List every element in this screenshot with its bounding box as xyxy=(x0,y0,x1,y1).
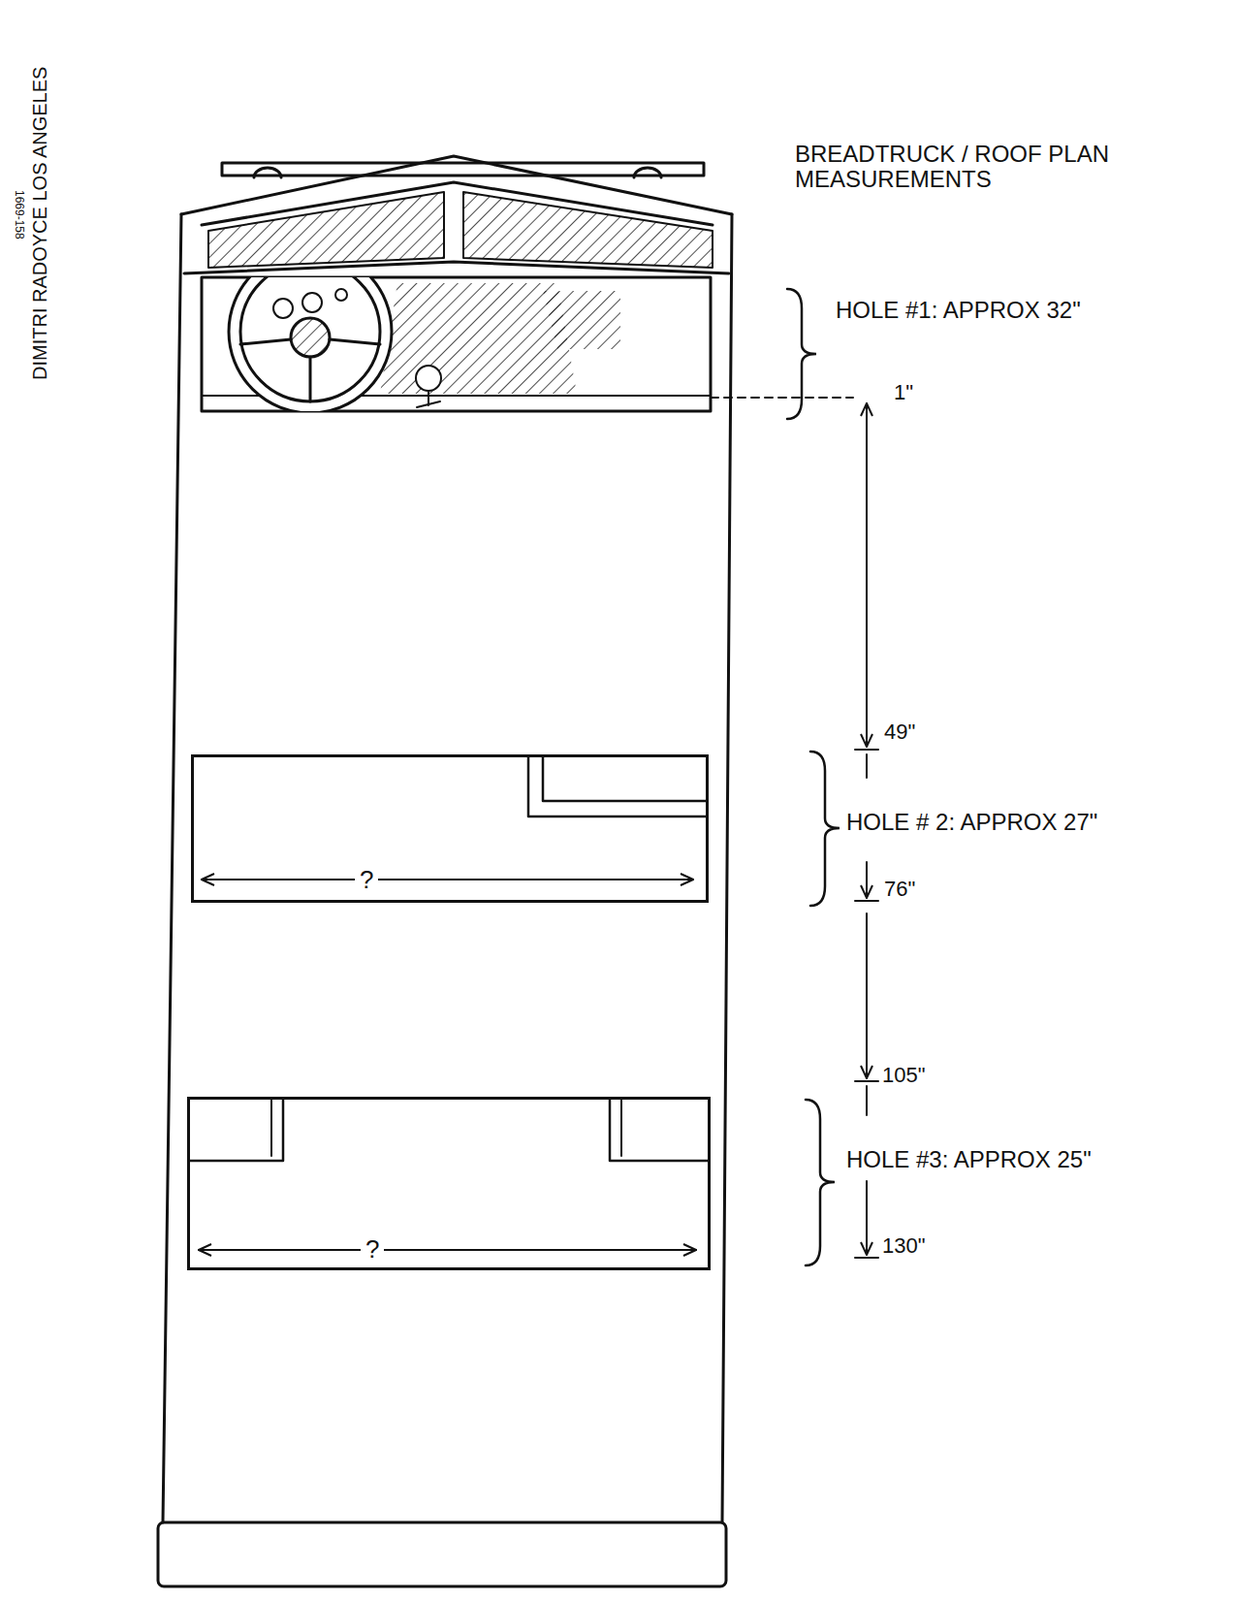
unknown-width-mark: ? xyxy=(360,1235,384,1265)
sheet-title: BREADTRUCK / ROOF PLAN MEASUREMENTS xyxy=(794,141,1154,193)
dimension-line xyxy=(865,861,868,898)
dimension-value: 76" xyxy=(884,876,916,901)
rail-mount xyxy=(633,167,662,178)
gauge xyxy=(335,288,348,301)
dimension-line xyxy=(865,1180,868,1255)
hole-bracket xyxy=(805,1099,835,1266)
datum-line xyxy=(710,396,854,399)
gauge xyxy=(273,298,293,318)
body-side xyxy=(722,214,732,1522)
rear-bumper xyxy=(158,1521,727,1586)
drawing-number: 1669-158 xyxy=(11,190,26,240)
driver-body xyxy=(416,390,441,408)
hole-3-tab xyxy=(609,1099,708,1161)
windshield-pane xyxy=(208,191,444,268)
roof-hole-box: ? xyxy=(190,754,709,903)
seat-hatch xyxy=(542,290,621,349)
hole-2-inset xyxy=(542,757,706,801)
truck-body xyxy=(158,156,732,1586)
hole-bracket xyxy=(787,288,817,419)
dimension-lines xyxy=(198,288,879,1266)
dimension-value: 105" xyxy=(882,1062,926,1087)
wheel-spoke xyxy=(329,339,381,345)
steering-wheel-inner xyxy=(240,277,381,402)
hole-3-tab xyxy=(270,1099,273,1156)
dimension-tick xyxy=(855,749,879,778)
dimension-value: 1" xyxy=(893,380,914,405)
unknown-width-mark: ? xyxy=(354,865,379,895)
roof-rail xyxy=(221,162,704,176)
dimension-tick xyxy=(855,1256,879,1259)
hole-label: HOLE # 2: APPROX 27" xyxy=(846,808,1098,836)
designer-signature: DIMITRI RADOYCE LOS ANGELES xyxy=(29,66,52,381)
dimension-line xyxy=(865,913,868,1078)
gauge xyxy=(302,292,322,313)
hole-2-inset xyxy=(528,757,706,817)
hole-label: HOLE #1: APPROX 32" xyxy=(835,296,1081,324)
wheel-spoke xyxy=(240,339,291,345)
dimension-value: 130" xyxy=(882,1233,926,1258)
width-arrow xyxy=(201,878,694,881)
roof-edge xyxy=(181,156,732,215)
hole-label: HOLE #3: APPROX 25" xyxy=(846,1145,1092,1173)
dimension-tick xyxy=(855,1080,879,1115)
hole-bracket xyxy=(810,751,840,906)
dimension-line xyxy=(865,403,868,747)
dimension-value: 49" xyxy=(884,719,916,744)
body-side xyxy=(162,214,182,1522)
cab-interior xyxy=(201,277,711,412)
hole-3-tab xyxy=(190,1099,284,1161)
driver-head xyxy=(415,365,442,391)
dimension-tick xyxy=(855,899,879,902)
wheel-spoke xyxy=(309,356,313,402)
steering-hub xyxy=(290,317,330,357)
rail-mount xyxy=(253,167,282,178)
steering-wheel xyxy=(228,277,392,412)
windshield-pane xyxy=(463,191,713,268)
width-arrow xyxy=(198,1248,697,1251)
hole-3-tab xyxy=(620,1099,623,1156)
roof-hole-box: ? xyxy=(187,1096,711,1270)
